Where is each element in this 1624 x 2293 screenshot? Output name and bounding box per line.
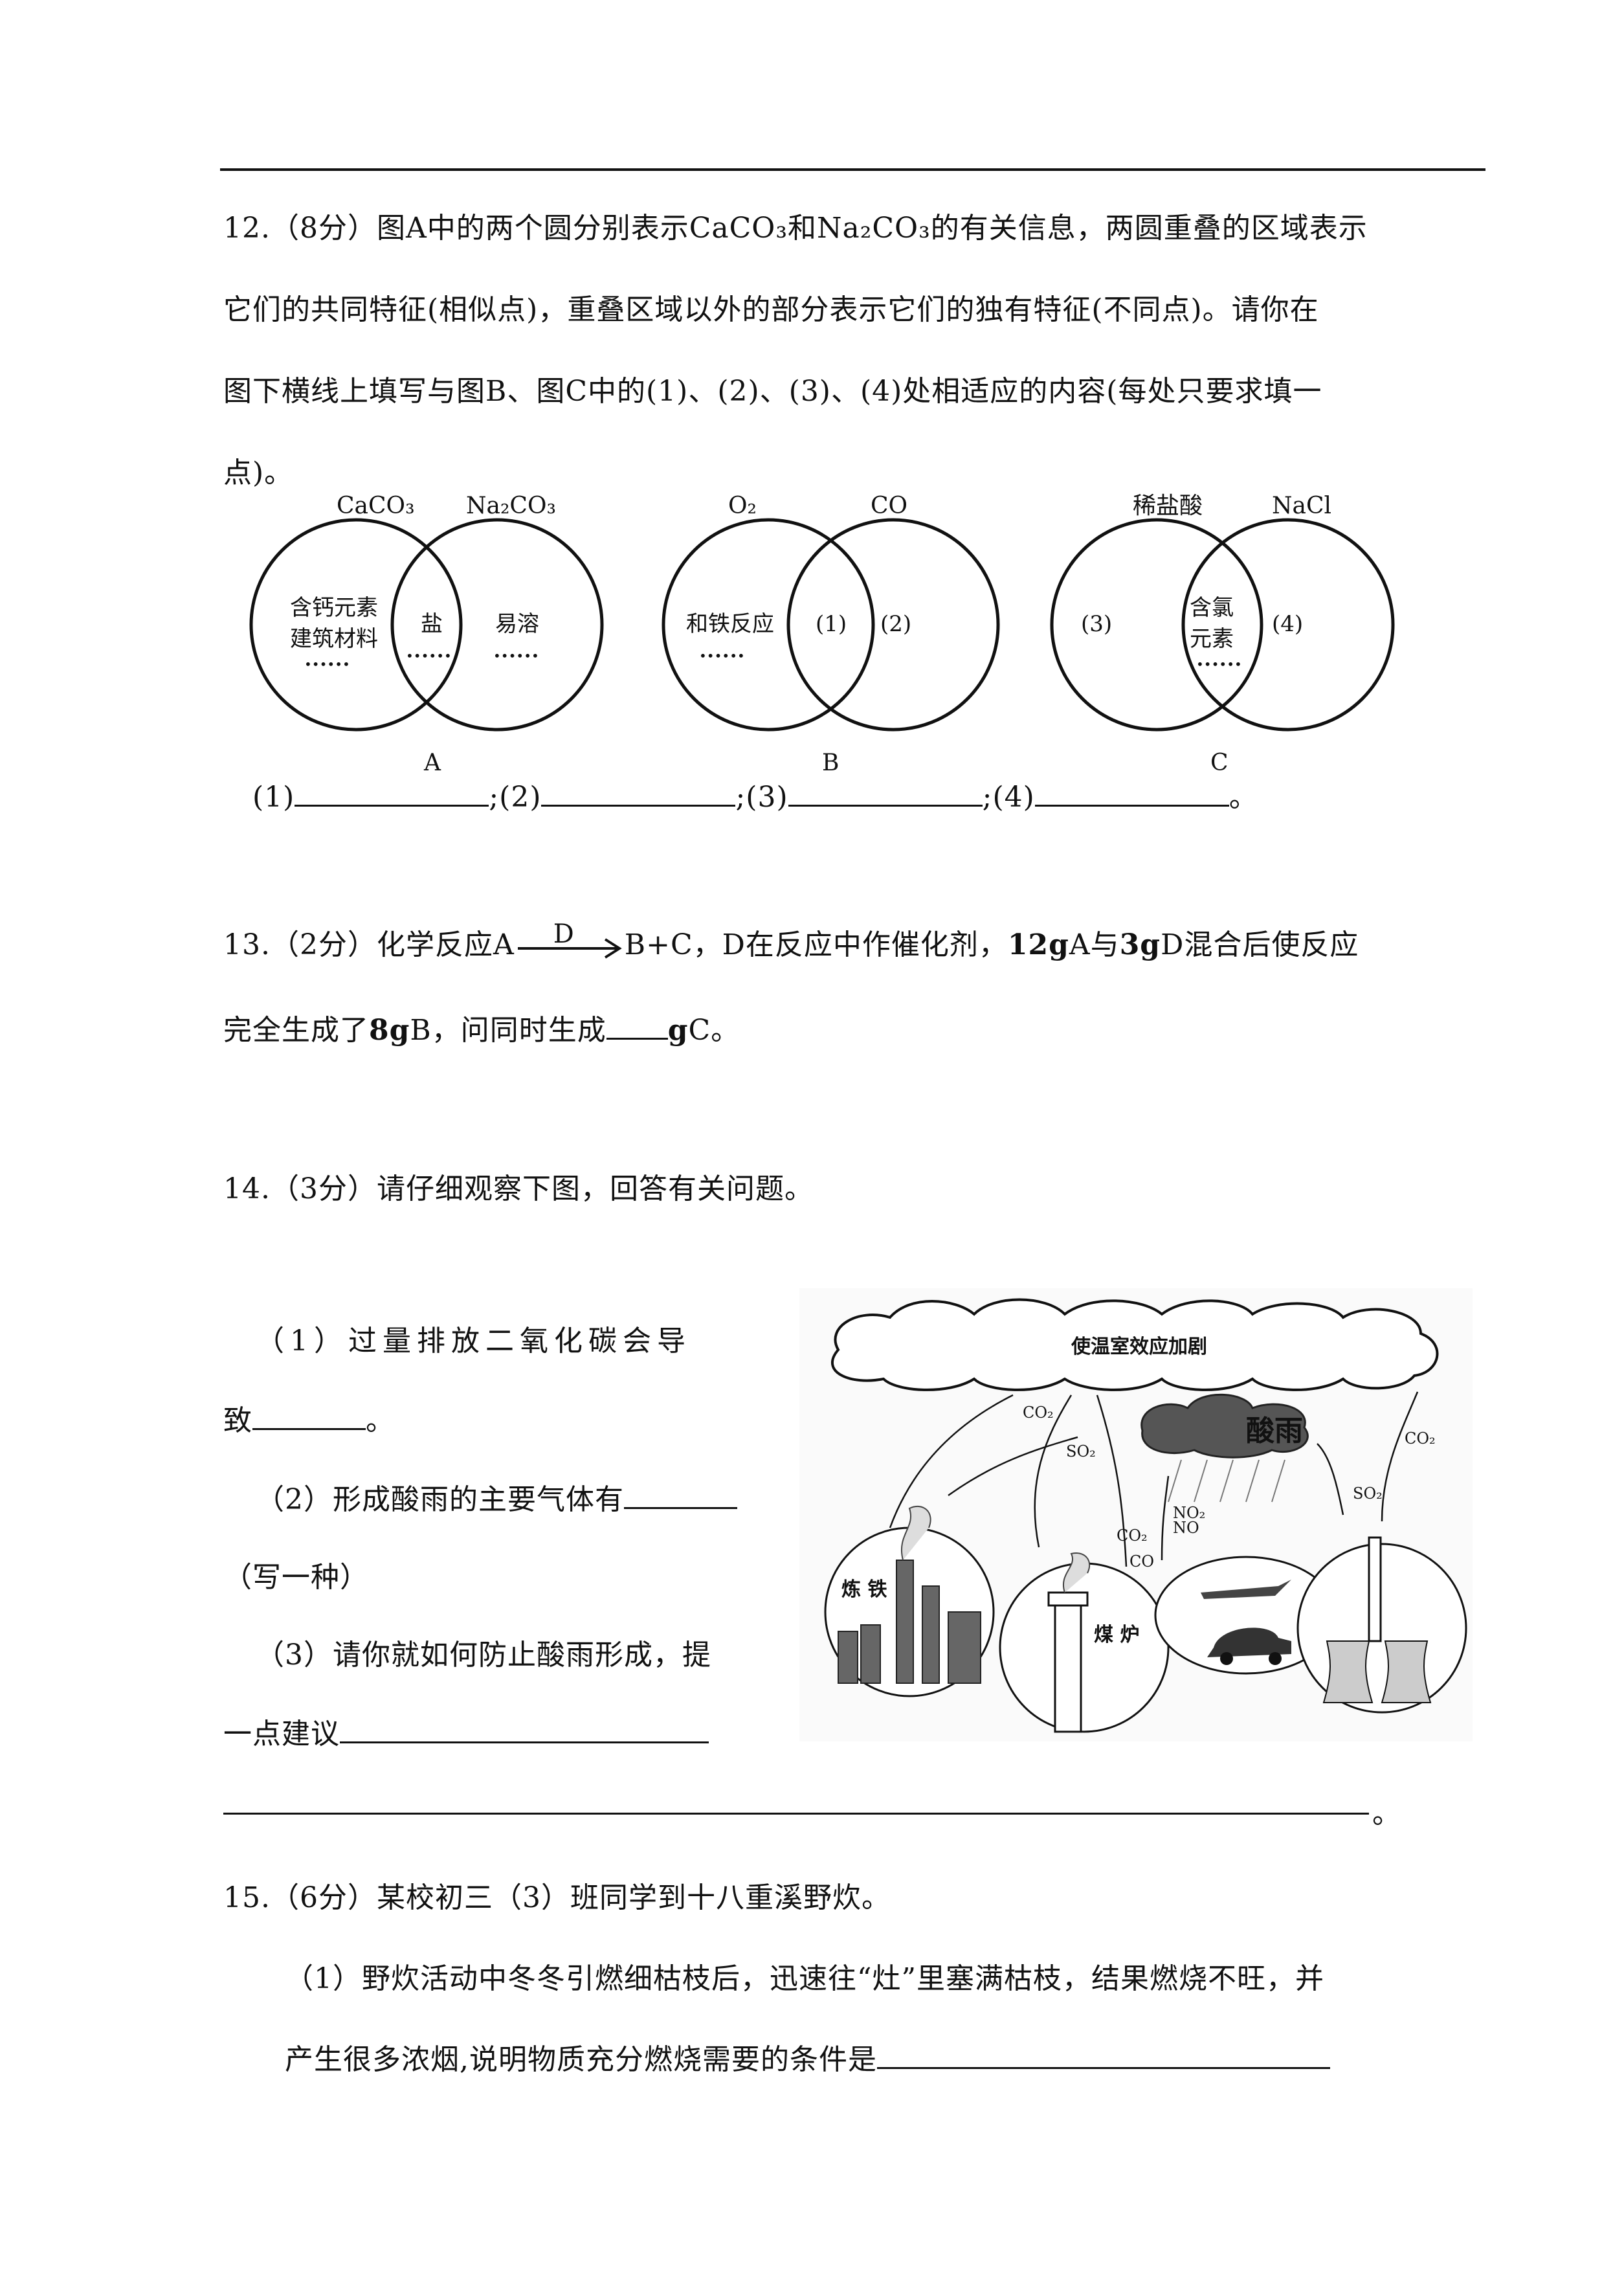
- venn-b-label: B: [822, 750, 839, 776]
- q13-mass3: 8g: [369, 1014, 410, 1047]
- q15-intro: 15.（6分）某校初三（3）班同学到十八重溪野炊。: [223, 1881, 891, 1914]
- venn-a-overlap: 盐: [421, 611, 443, 637]
- q13-mass2: 3g: [1119, 928, 1161, 961]
- venn-a-right-title: Na₂CO₃: [466, 493, 556, 519]
- q14-s1c: 。: [366, 1404, 395, 1437]
- q12-line4: 点)。: [223, 456, 294, 489]
- q13-part4: D混合后使反应: [1161, 928, 1359, 961]
- q15-s1a: （1）野炊活动中冬冬引燃细枯枝后，迅速往“灶”里塞满枯枝，结果燃烧不旺，并: [285, 1962, 1324, 1995]
- q12-answer-3-label: ;(3): [735, 781, 788, 814]
- fig-so2-right: SO₂: [1353, 1484, 1383, 1503]
- q14-s1a: （1）过量排放二氧化碳会导: [256, 1325, 691, 1358]
- venn-b-left: 和铁反应: [686, 611, 774, 637]
- header-rule: [220, 168, 1485, 171]
- venn-c-left-title: 稀盐酸: [1133, 493, 1203, 519]
- q12-line2: 它们的共同特征(相似点)，重叠区域以外的部分表示它们的独有特征(不同点)。请你在: [223, 293, 1319, 326]
- q13-arrow: D: [515, 919, 625, 960]
- q13-unit: g: [667, 1014, 689, 1047]
- q14-s3c: 。: [1372, 1797, 1401, 1830]
- q13-part2: B+C，D在反应中作催化剂，: [624, 928, 1008, 961]
- q14-answer-3-blank[interactable]: [340, 1718, 709, 1743]
- q12-text: 12.（8分）图A中的两个圆分别表示CaCO₃和Na₂CO₃的有关信息，两圆重叠…: [223, 188, 1485, 514]
- q12-answer-row: (1) ;(2) ;(3) ;(4) 。: [252, 774, 1258, 815]
- venn-b-right: (2): [880, 611, 911, 637]
- venn-c-overlap2: 元素: [1190, 626, 1234, 652]
- q13-line2a: 完全生成了: [223, 1014, 369, 1047]
- fig-no2: NO₂: [1173, 1504, 1205, 1522]
- venn-c-left: (3): [1081, 611, 1112, 637]
- q14-s2b: （写一种）: [223, 1561, 369, 1594]
- q12-answer-1-label: (1): [252, 781, 295, 814]
- q13-line2: 完全生成了8gB，问同时生成 gC。: [223, 1007, 740, 1048]
- q12-line3: 图下横线上填写与图B、图C中的(1)、(2)、(3)、(4)处相适应的内容(每处…: [223, 375, 1322, 408]
- q12-line1: 12.（8分）图A中的两个圆分别表示CaCO₃和Na₂CO₃的有关信息，两圆重叠…: [223, 212, 1368, 245]
- fig-acid-rain-label: 酸雨: [1246, 1415, 1303, 1448]
- q12-answer-4-blank[interactable]: [1034, 781, 1229, 807]
- venn-c-overlap-dots: ••••••: [1196, 656, 1242, 672]
- venn-a-right-dots: ••••••: [493, 648, 539, 664]
- q12-answer-2-label: ;(2): [489, 781, 542, 814]
- q15-s1b: 产生很多浓烟,说明物质充分燃烧需要的条件是: [285, 2043, 877, 2076]
- fig-iron-label: 炼 铁: [841, 1578, 887, 1601]
- venn-diagrams: CaCO₃ Na₂CO₃ 含钙元素 建筑材料 •••••• 盐 •••••• 易…: [249, 493, 1395, 776]
- q14-s3-line: 一点建议: [223, 1710, 709, 1752]
- q14-s1b: 致: [223, 1404, 252, 1437]
- venn-b-right-title: CO: [871, 493, 907, 519]
- q12-answer-end: 。: [1229, 781, 1258, 814]
- q13-part3: A与: [1069, 928, 1120, 961]
- q12-answer-3-blank[interactable]: [788, 781, 983, 807]
- venn-c-right-title: NaCl: [1272, 493, 1331, 519]
- venn-b-overlap: (1): [816, 611, 847, 637]
- q14-intro: 14.（3分）请仔细观察下图，回答有关问题。: [223, 1172, 814, 1205]
- venn-c-right: (4): [1272, 611, 1303, 637]
- venn-a-left-text2: 建筑材料: [290, 626, 378, 652]
- q14-s2-line: （2）形成酸雨的主要气体有: [256, 1476, 737, 1517]
- venn-c-overlap1: 含氯: [1190, 595, 1234, 621]
- arrow-icon: [517, 937, 622, 959]
- venn-a-left-dots: ••••••: [304, 656, 350, 672]
- venn-b-left-dots: ••••••: [699, 648, 745, 664]
- fig-co: CO: [1129, 1552, 1154, 1571]
- venn-a-overlap-dots: ••••••: [406, 648, 452, 664]
- q13-line2b: B，问同时生成: [410, 1014, 606, 1047]
- fig-co2-mid: CO₂: [1117, 1527, 1148, 1545]
- q14-answer-3-continuation[interactable]: [223, 1813, 1369, 1815]
- fig-cloud-label: 使温室效应加剧: [1071, 1336, 1207, 1358]
- q12-answer-2-blank[interactable]: [541, 781, 736, 807]
- pollution-cycle-figure: 使温室效应加剧 酸雨 CO₂ SO₂ NO₂ NO CO₂ CO SO₂ CO₂…: [799, 1288, 1473, 1741]
- venn-a-left-title: CaCO₃: [337, 493, 415, 519]
- q13-part1: 13.（2分）化学反应A: [223, 928, 515, 961]
- venn-a-right: 易溶: [495, 611, 539, 637]
- q14-s2a: （2）形成酸雨的主要气体有: [256, 1483, 624, 1516]
- q14-s3b: 一点建议: [223, 1717, 340, 1751]
- fig-so2-left: SO₂: [1066, 1442, 1096, 1460]
- q13-line2d: C。: [688, 1014, 740, 1047]
- q13-catalyst: D: [553, 919, 575, 949]
- venn-a-label: A: [423, 750, 441, 776]
- q15-answer-1-blank[interactable]: [877, 2044, 1330, 2069]
- q14-answer-2-blank[interactable]: [624, 1484, 737, 1509]
- venn-c-label: C: [1210, 750, 1229, 776]
- fig-co2-left: CO₂: [1023, 1404, 1054, 1422]
- fig-furnace-label: 煤 炉: [1094, 1624, 1139, 1646]
- q15-s1-line: 产生很多浓烟,说明物质充分燃烧需要的条件是: [285, 2036, 1330, 2077]
- fig-no: NO: [1173, 1519, 1199, 1537]
- q14-s3a: （3）请你就如何防止酸雨形成，提: [256, 1639, 711, 1672]
- q13-answer-blank[interactable]: [606, 1014, 668, 1040]
- q14-s1-line: 致。: [223, 1397, 395, 1438]
- fig-co2-right: CO₂: [1405, 1429, 1436, 1448]
- venn-b-left-title: O₂: [728, 493, 757, 519]
- q12-answer-1-blank[interactable]: [295, 781, 489, 807]
- q13-mass1: 12g: [1007, 928, 1069, 961]
- q13-line1: 13.（2分）化学反应A D B+C，D在反应中作催化剂，12gA与3gD混合后…: [223, 919, 1359, 965]
- q14-answer-1-blank[interactable]: [252, 1405, 366, 1430]
- q12-answer-4-label: ;(4): [982, 781, 1035, 814]
- venn-a-left-text1: 含钙元素: [290, 595, 378, 621]
